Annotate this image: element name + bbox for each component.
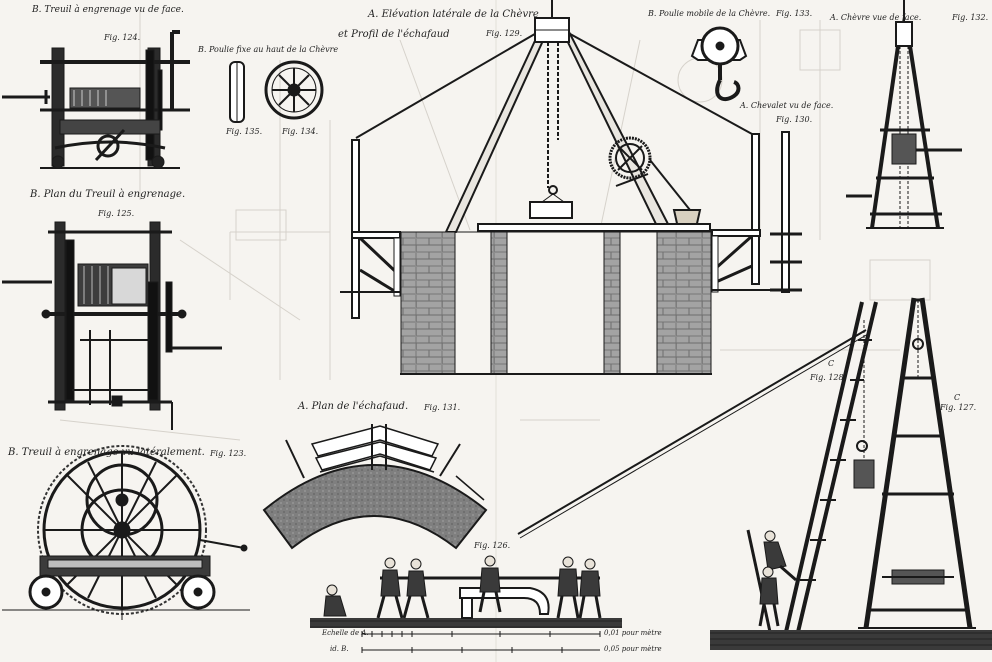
- fig131-number: Fig. 131.: [424, 403, 461, 412]
- fig123-number: Fig. 123.: [210, 449, 247, 458]
- fig134-pulley-wheel: [264, 60, 324, 120]
- fig125-title: B. Plan du Treuil à engrenage.: [30, 189, 186, 200]
- fig125-winch-plan: [2, 221, 222, 430]
- fig124-winch-front: [2, 30, 190, 169]
- fig132-title: A. Chèvre vue de face.: [830, 13, 922, 22]
- scale-a-label: Echelle de A.: [322, 629, 369, 637]
- fig135-title: B. Poulie fixe au haut de la Chèvre: [198, 45, 339, 54]
- fig132-gin-pole-front: [846, 0, 962, 229]
- fig128-number: Fig. 128.: [810, 373, 847, 382]
- fig135-pulley-side: [229, 61, 245, 123]
- fig126-number: Fig. 126.: [474, 541, 511, 550]
- fig128-ladder-gin: [746, 301, 878, 633]
- fig130-trestle-front: [770, 131, 802, 293]
- fig131-scaffold-plan: [262, 424, 488, 550]
- fig128-letter: C: [828, 359, 835, 368]
- fig124-number: Fig. 124.: [104, 33, 141, 42]
- fig132-number: Fig. 132.: [952, 13, 989, 22]
- fig126-workers-winch: [310, 555, 622, 653]
- fig129-gin-pole-elevation: [340, 0, 770, 375]
- fig134-number: Fig. 134.: [282, 127, 319, 136]
- fig127-a-frame-gin: [858, 297, 976, 629]
- fig130-title: A. Chevalet vu de face.: [740, 101, 834, 110]
- fig129-title-b: et Profil de l'échafaud: [338, 29, 450, 40]
- fig133-movable-pulley: [690, 26, 748, 102]
- fig125-number: Fig. 125.: [98, 209, 135, 218]
- fig133-title: B. Poulie mobile de la Chèvre.: [648, 9, 771, 18]
- long-diagonal-pole: [517, 329, 869, 539]
- scale-a-note: 0,01 pour mètre: [604, 629, 662, 637]
- fig129-title-a: A. Elévation latérale de la Chèvre: [368, 9, 539, 20]
- fig131-title: A. Plan de l'échafaud.: [298, 401, 409, 412]
- fig135-number: Fig. 135.: [226, 127, 263, 136]
- fig127-number: Fig. 127.: [940, 403, 977, 412]
- scale-b-note: 0,05 pour mètre: [604, 645, 662, 653]
- fig123-winch-side: [2, 445, 250, 620]
- fig133-number: Fig. 133.: [776, 9, 813, 18]
- fig123-title: B. Treuil à engrenage vu latéralement.: [8, 447, 205, 458]
- scale-b-label: id. B.: [330, 645, 349, 653]
- fig130-number: Fig. 130.: [776, 115, 813, 124]
- fig124-title: B. Treuil à engrenage vu de face.: [32, 5, 184, 15]
- fig127-letter: C: [954, 393, 961, 402]
- fig129-number: Fig. 129.: [486, 29, 523, 38]
- ground-strip: [710, 630, 992, 650]
